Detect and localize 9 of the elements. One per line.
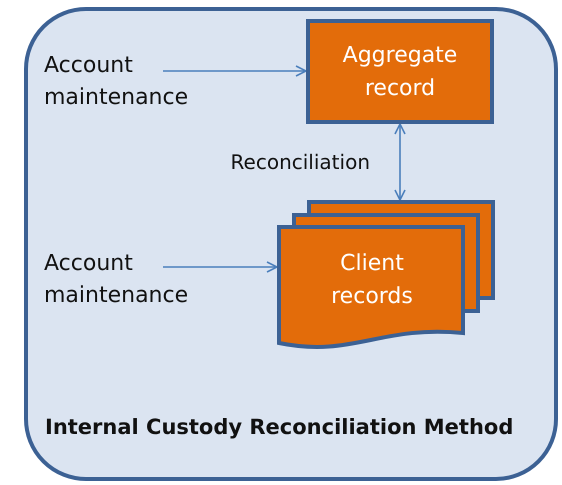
container-panel xyxy=(24,7,558,481)
diagram-heading: Internal Custody Reconciliation Method xyxy=(45,415,514,439)
arrow xyxy=(163,65,307,77)
process-box: Aggregate record xyxy=(306,19,494,124)
text-label: Account maintenance xyxy=(44,50,214,116)
text-label: Account maintenance xyxy=(44,248,214,314)
arrow xyxy=(394,123,406,201)
arrow xyxy=(163,261,278,273)
edge-label: Reconciliation xyxy=(230,150,370,174)
